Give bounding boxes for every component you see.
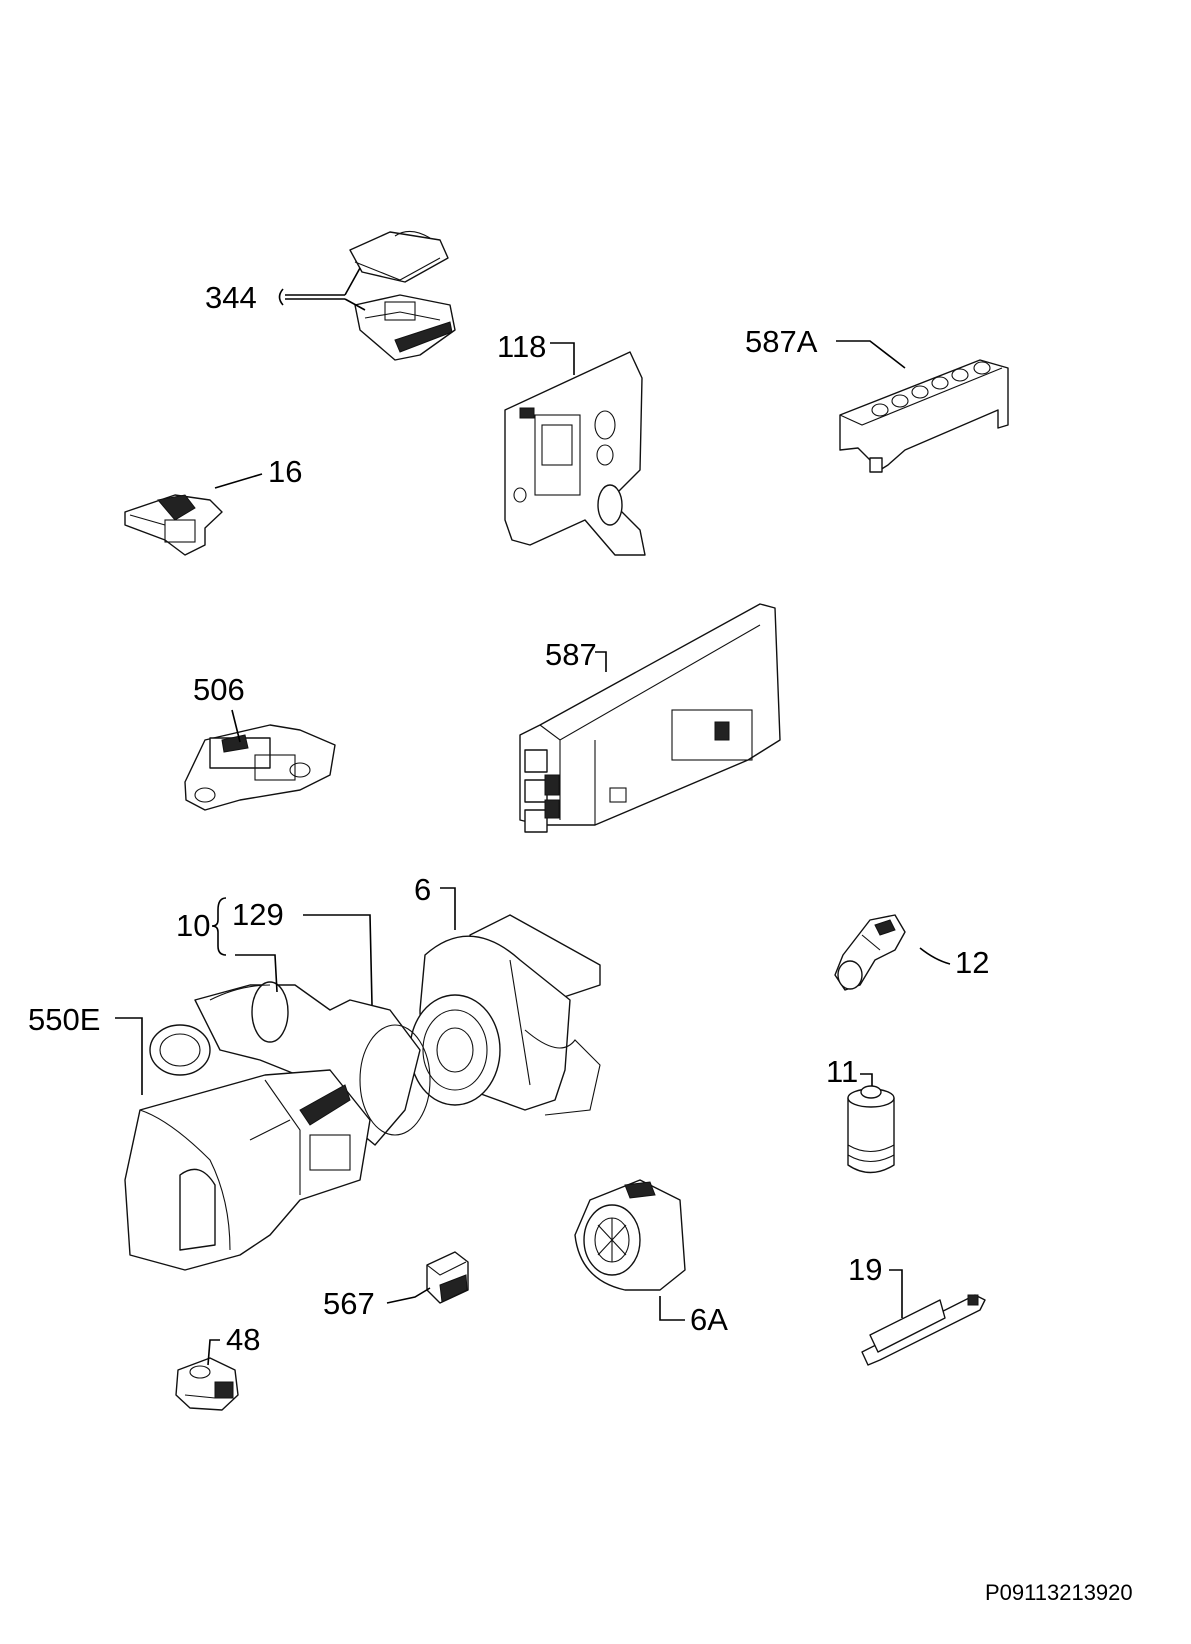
label-16: 16 [268, 454, 302, 489]
part-344[interactable] [349, 230, 456, 361]
drawing-code: P09113213920 [985, 1580, 1133, 1605]
part-19[interactable] [861, 1294, 986, 1366]
part-12[interactable] [834, 914, 906, 991]
part-11[interactable] [847, 1085, 895, 1174]
part-506[interactable] [184, 724, 336, 811]
part-48[interactable] [175, 1357, 239, 1411]
button-row [871, 361, 991, 417]
part-550E[interactable] [124, 1069, 371, 1271]
part-587[interactable] [519, 603, 781, 833]
part-6[interactable] [409, 914, 601, 1116]
label-19: 19 [848, 1252, 882, 1287]
part-567[interactable] [426, 1251, 469, 1304]
label-506: 506 [193, 672, 245, 707]
part-129[interactable] [149, 981, 431, 1146]
label-12: 12 [955, 945, 989, 980]
label-10: 10 [176, 908, 210, 943]
label-129: 129 [232, 897, 284, 932]
label-550E: 550E [28, 1002, 100, 1037]
label-344: 344 [205, 280, 257, 315]
label-11: 11 [826, 1054, 858, 1089]
label-587: 587 [545, 637, 597, 672]
part-587A[interactable] [839, 359, 1009, 473]
part-16[interactable] [124, 494, 223, 556]
label-587A: 587A [745, 324, 818, 359]
part-118[interactable] [504, 351, 646, 556]
label-567: 567 [323, 1286, 375, 1321]
part-6A[interactable] [574, 1179, 686, 1291]
label-48: 48 [226, 1322, 260, 1357]
label-6A: 6A [690, 1302, 728, 1337]
label-118: 118 [497, 329, 546, 364]
label-6: 6 [414, 872, 431, 907]
